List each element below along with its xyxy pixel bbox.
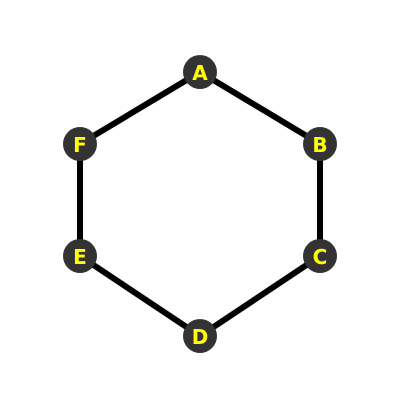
edge-f-a: [77, 69, 203, 147]
node-label-f: F: [73, 133, 87, 157]
node-label-c: C: [313, 245, 328, 269]
nodes-layer: A B C D E F: [63, 55, 337, 353]
node-circle-c: [303, 239, 337, 273]
node-a: A: [183, 55, 217, 89]
edges-layer: [77, 69, 323, 339]
edge-a-b: [197, 69, 323, 147]
node-circle-d: [183, 319, 217, 353]
node-label-d: D: [192, 325, 209, 349]
node-circle-e: [63, 239, 97, 273]
node-b: B: [303, 127, 337, 161]
node-circle-a: [183, 55, 217, 89]
edge-c-d: [197, 253, 323, 339]
node-d: D: [183, 319, 217, 353]
node-label-b: B: [312, 133, 327, 157]
node-circle-f: [63, 127, 97, 161]
node-e: E: [63, 239, 97, 273]
edge-d-e: [77, 253, 203, 339]
node-circle-b: [303, 127, 337, 161]
node-c: C: [303, 239, 337, 273]
node-f: F: [63, 127, 97, 161]
node-label-e: E: [73, 245, 87, 269]
node-label-a: A: [192, 61, 208, 85]
